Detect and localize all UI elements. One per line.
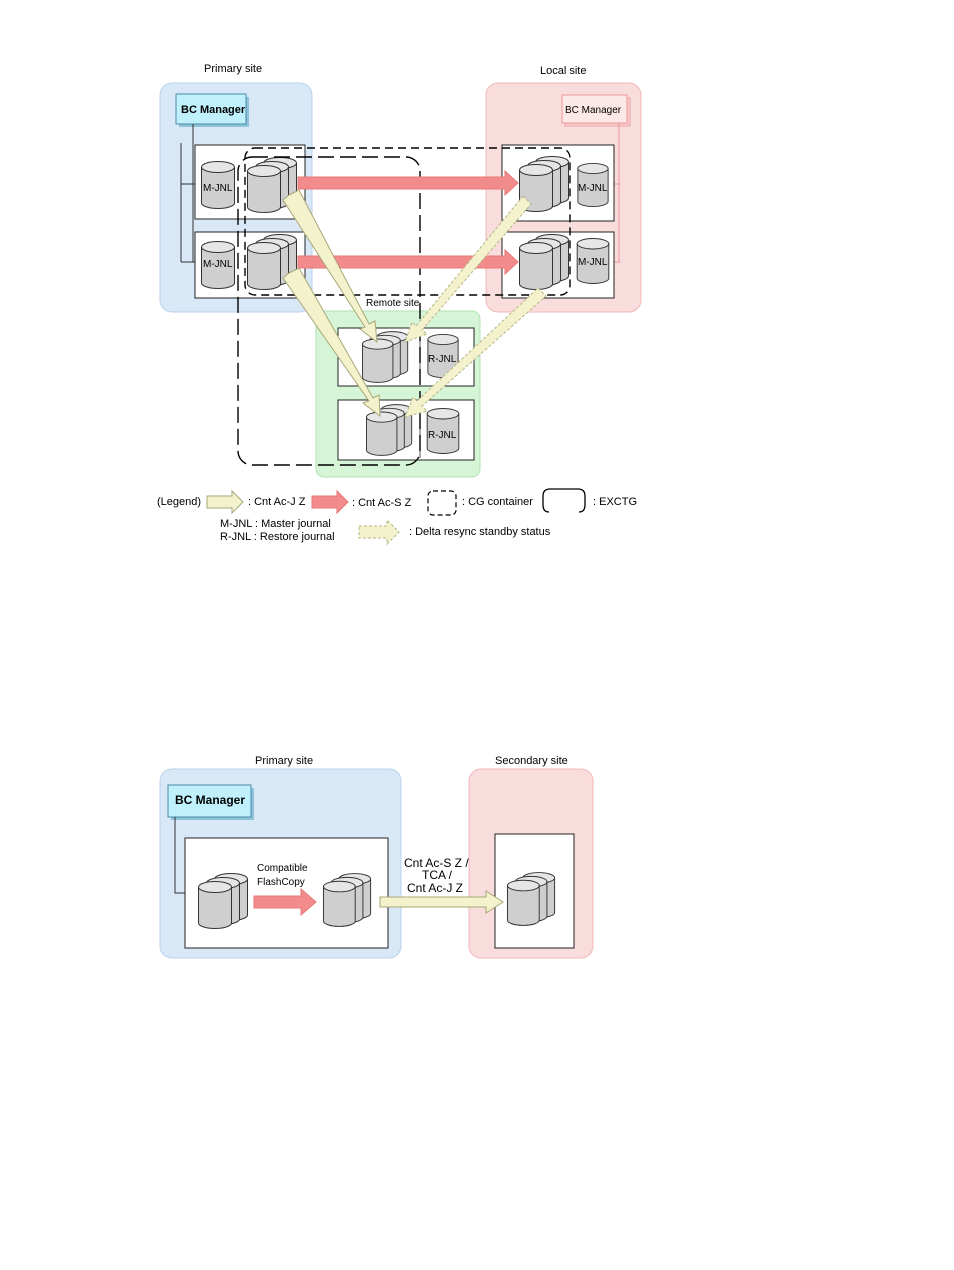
bc-manager-local-box (561, 94, 628, 124)
legend-rjnl-definition: R-JNL : Restore journal (220, 531, 335, 543)
cnt-ac-j-arrow-1 (282, 189, 378, 344)
bc-manager-label: BC Manager (181, 104, 246, 116)
diagram-2: Primary site Secondary site BC Manager C… (159, 755, 594, 959)
legend-delta-resync-swatch (358, 518, 400, 546)
rjnl-remote-2-label: R-JNL (428, 430, 457, 441)
secondary-site-label: Secondary site (495, 755, 568, 767)
primary-site-label: Primary site (204, 63, 262, 75)
flashcopy-label-line1: Compatible (257, 863, 308, 874)
bc-manager-local-label: BC Manager (565, 105, 622, 116)
legend: (Legend) : Cnt Ac-J Z : Cnt Ac-S Z : CG … (157, 488, 637, 546)
legend-mjnl-definition: M-JNL : Master journal (220, 518, 331, 530)
exctg-outline (237, 156, 421, 466)
legend-cg-container-label: : CG container (462, 496, 533, 508)
legend-exctg-label: : EXCTG (593, 496, 637, 508)
bc-manager-local-connector (614, 123, 620, 263)
cg-container-outline (244, 147, 571, 296)
bc-manager-label-2: BC Manager (175, 793, 245, 807)
legend-delta-resync-label: : Delta resync standby status (409, 526, 551, 538)
flashcopy-arrow (253, 887, 317, 917)
legend-exctg-swatch (542, 488, 586, 513)
mjnl-primary-1-label: M-JNL (203, 183, 233, 194)
flashcopy-label-line2: FlashCopy (257, 877, 305, 888)
bc-manager-box-2 (167, 784, 252, 818)
local-site-label: Local site (540, 65, 586, 77)
cnt-ac-j-arrow-2 (282, 267, 381, 418)
remote-site-label: Remote site (366, 298, 420, 309)
bc-manager-connector (180, 124, 195, 263)
delta-resync-arrow-2 (404, 287, 547, 418)
legend-cg-container-swatch (427, 490, 457, 516)
legend-cnt-ac-s-swatch (311, 489, 349, 515)
remote-copy-arrow (379, 890, 504, 914)
diagram-1: Primary site Local site Remote site BC M… (159, 63, 642, 478)
primary-site-label-2: Primary site (255, 755, 313, 767)
legend-cnt-ac-j-swatch (206, 489, 244, 515)
mjnl-local-2-label: M-JNL (578, 257, 608, 268)
bc-manager-box (175, 93, 247, 125)
legend-cnt-ac-s-label: : Cnt Ac-S Z (352, 497, 412, 509)
bc-manager-connector-2 (174, 817, 185, 894)
link-label-line3: Cnt Ac-J Z (407, 881, 463, 895)
legend-label: (Legend) (157, 496, 201, 508)
mjnl-local-1-label: M-JNL (578, 183, 608, 194)
legend-cnt-ac-j-label: : Cnt Ac-J Z (248, 496, 306, 508)
rjnl-remote-1-label: R-JNL (428, 354, 457, 365)
link-label-line1: Cnt Ac-S Z / (404, 856, 469, 870)
link-label-line2: TCA / (422, 868, 453, 882)
cnt-ac-s-arrow-1 (297, 169, 519, 197)
mjnl-primary-2-label: M-JNL (203, 259, 233, 270)
delta-resync-arrow-1 (404, 195, 532, 343)
